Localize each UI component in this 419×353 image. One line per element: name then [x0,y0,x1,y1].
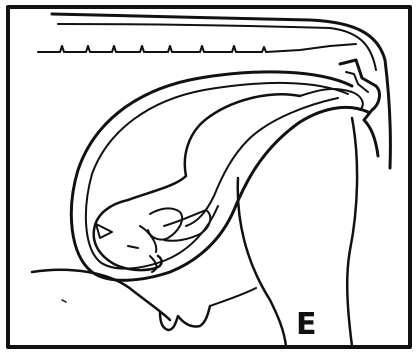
frame [8,7,410,347]
vertebral-line [38,44,356,52]
small-mark [62,300,66,302]
fetus-ear [96,224,112,238]
fetus-eye [128,246,138,248]
cow-leg-rear [347,118,357,346]
uterus-outer-wall [71,72,368,280]
panel-letter: E [296,307,317,342]
belly-underline [210,288,256,306]
fetus-foreleg-1 [148,208,182,239]
fetus-back [128,94,300,200]
birth-canal-inner [346,72,368,92]
cow-leg-front [238,178,286,346]
